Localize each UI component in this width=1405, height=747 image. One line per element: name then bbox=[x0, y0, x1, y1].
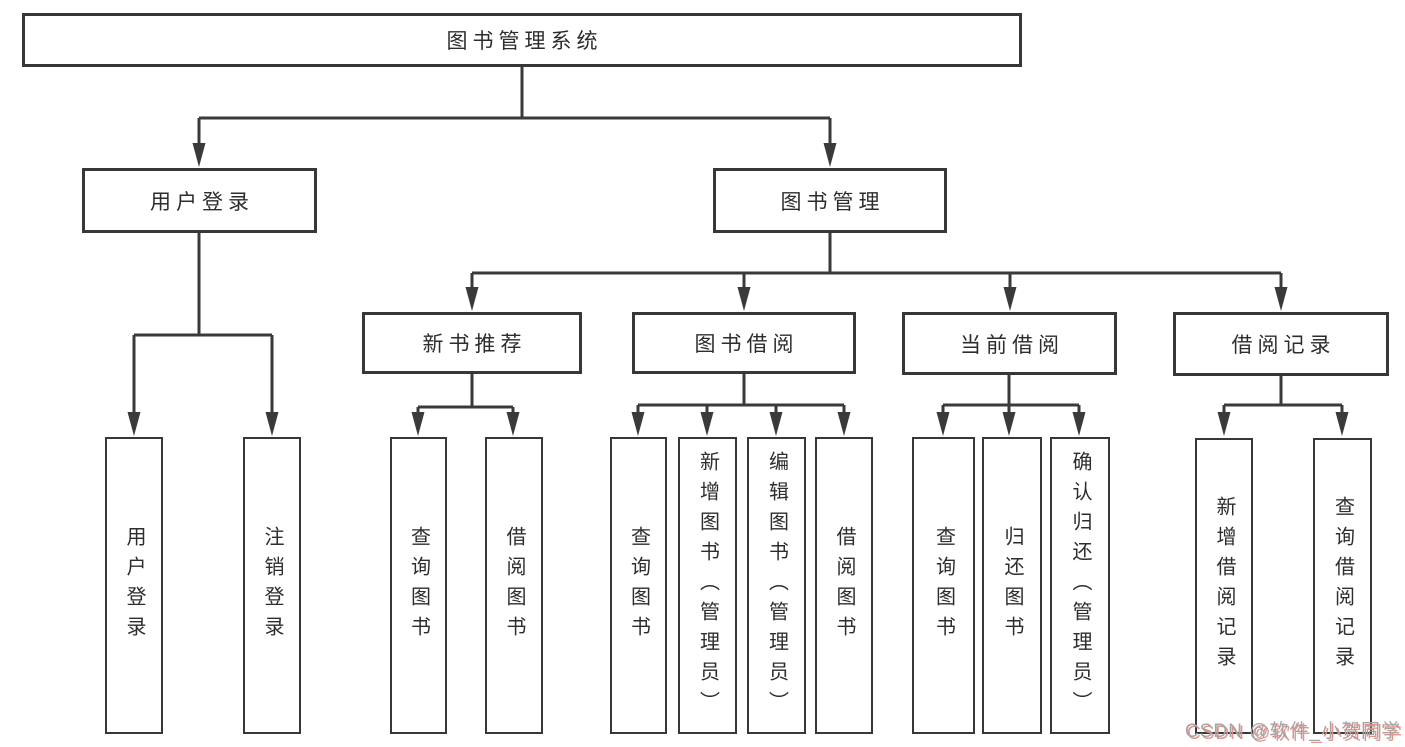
leaf-label: 查询图书 bbox=[932, 525, 955, 646]
leaf-logout: 注销登录 bbox=[243, 437, 301, 734]
leaf-label: 新增借阅记录 bbox=[1213, 496, 1235, 676]
node-label: 用户登录 bbox=[150, 190, 254, 214]
node-root-library-system: 图书管理系统 bbox=[22, 13, 1022, 67]
leaf-user-login: 用户登录 bbox=[105, 437, 163, 734]
node-label: 借阅记录 bbox=[1231, 334, 1336, 357]
leaf-borrow-books: 借阅图书 bbox=[815, 437, 873, 734]
leaf-return-books: 归还图书 bbox=[982, 437, 1042, 734]
node-label: 图书借阅 bbox=[694, 333, 799, 356]
node-user-login: 用户登录 bbox=[82, 168, 317, 233]
leaf-borrow-books-recommend: 借阅图书 bbox=[485, 437, 543, 734]
leaf-label: 查询借阅记录 bbox=[1331, 496, 1354, 676]
node-book-borrowing: 图书借阅 bbox=[632, 312, 856, 374]
leaf-label: 查询图书 bbox=[627, 525, 650, 646]
node-current-borrowing: 当前借阅 bbox=[902, 312, 1117, 375]
leaf-label: 查询图书 bbox=[407, 525, 430, 646]
leaf-label: 用户登录 bbox=[123, 525, 145, 646]
node-new-book-recommendation: 新书推荐 bbox=[362, 312, 582, 374]
leaf-edit-books-admin: 编辑图书（管理员） bbox=[747, 437, 806, 734]
node-label: 图书管理 bbox=[780, 190, 885, 214]
leaf-query-books-current: 查询图书 bbox=[912, 437, 975, 734]
node-label: 图书管理系统 bbox=[446, 30, 603, 53]
leaf-label: 确认归还（管理员） bbox=[1069, 450, 1091, 721]
node-book-management: 图书管理 bbox=[713, 168, 947, 233]
leaf-label: 借阅图书 bbox=[833, 525, 855, 646]
leaf-add-borrow-record: 新增借阅记录 bbox=[1195, 438, 1253, 734]
leaf-label: 新增图书（管理员） bbox=[696, 450, 719, 721]
leaf-query-books-recommend: 查询图书 bbox=[390, 437, 447, 734]
leaf-label: 归还图书 bbox=[1001, 525, 1023, 646]
node-label: 当前借阅 bbox=[960, 333, 1064, 357]
leaf-label: 注销登录 bbox=[261, 525, 283, 646]
leaf-label: 借阅图书 bbox=[503, 525, 525, 646]
arrowheads bbox=[127, 143, 1349, 436]
leaf-add-books-admin: 新增图书（管理员） bbox=[678, 437, 737, 734]
csdn-watermark: CSDN @软件_小贺同学 bbox=[1185, 721, 1401, 742]
leaf-confirm-return-admin: 确认归还（管理员） bbox=[1050, 437, 1110, 734]
leaf-query-borrow-record: 查询借阅记录 bbox=[1313, 438, 1372, 734]
node-borrowing-records: 借阅记录 bbox=[1173, 312, 1389, 376]
node-label: 新书推荐 bbox=[422, 333, 527, 356]
leaf-query-books-borrowing: 查询图书 bbox=[610, 437, 667, 734]
leaf-label: 编辑图书（管理员） bbox=[765, 450, 788, 721]
